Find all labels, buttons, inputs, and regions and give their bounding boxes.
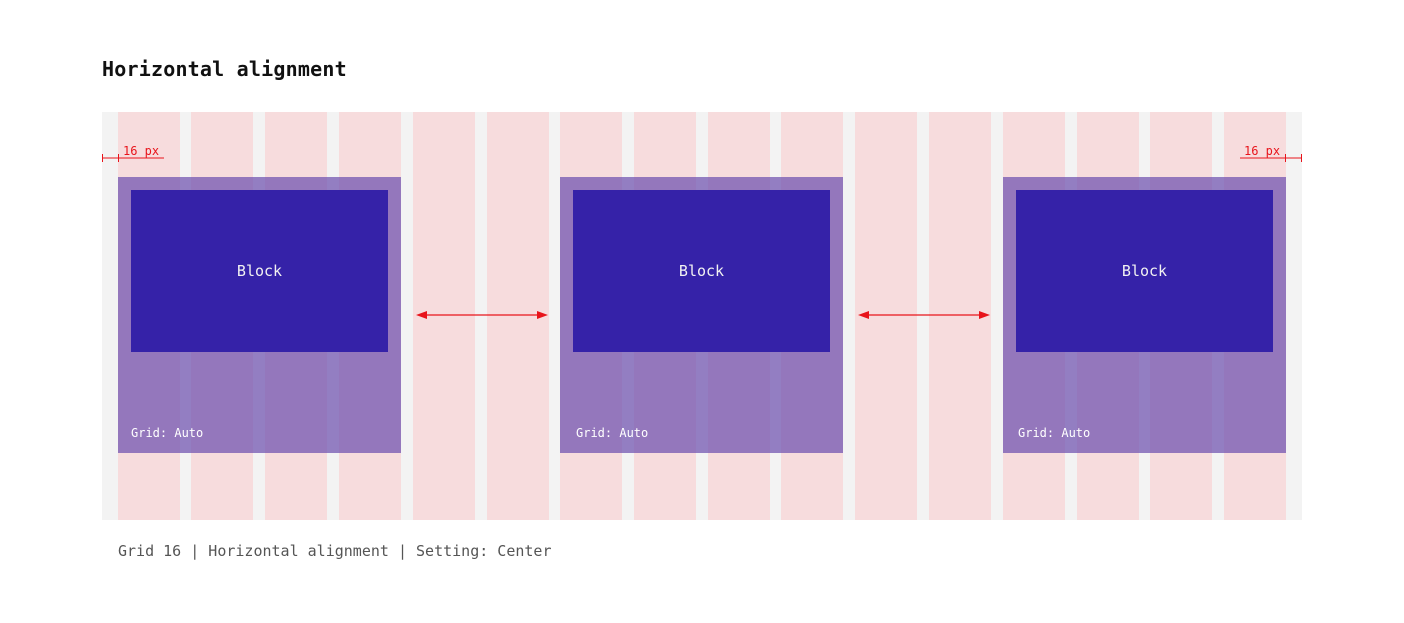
grid-panel: 16 px 16 px Block Grid: Auto Block Grid:…: [102, 112, 1302, 520]
page-title: Horizontal alignment: [102, 57, 347, 81]
grid-setting-label: Grid: Auto: [1018, 426, 1091, 440]
grid-container: Block Grid: Auto: [118, 177, 401, 453]
grid-container: Block Grid: Auto: [560, 177, 843, 453]
left-margin-label: 16 px: [123, 144, 160, 158]
left-margin-measure: 16 px: [102, 144, 164, 164]
double-arrow-icon: [858, 311, 990, 319]
right-margin-label: 16 px: [1244, 144, 1281, 158]
grid-container: Block Grid: Auto: [1003, 177, 1286, 453]
content-block: Block: [131, 190, 388, 352]
grid-setting-label: Grid: Auto: [576, 426, 649, 440]
right-margin-measure: 16 px: [1240, 144, 1302, 164]
content-block: Block: [1016, 190, 1273, 352]
double-arrow-icon: [416, 311, 548, 319]
margin-dimension-icon: [102, 154, 164, 162]
margin-dimension-icon: [1240, 154, 1302, 162]
grid-setting-label: Grid: Auto: [131, 426, 204, 440]
figure-caption: Grid 16 | Horizontal alignment | Setting…: [118, 542, 552, 560]
content-block: Block: [573, 190, 830, 352]
